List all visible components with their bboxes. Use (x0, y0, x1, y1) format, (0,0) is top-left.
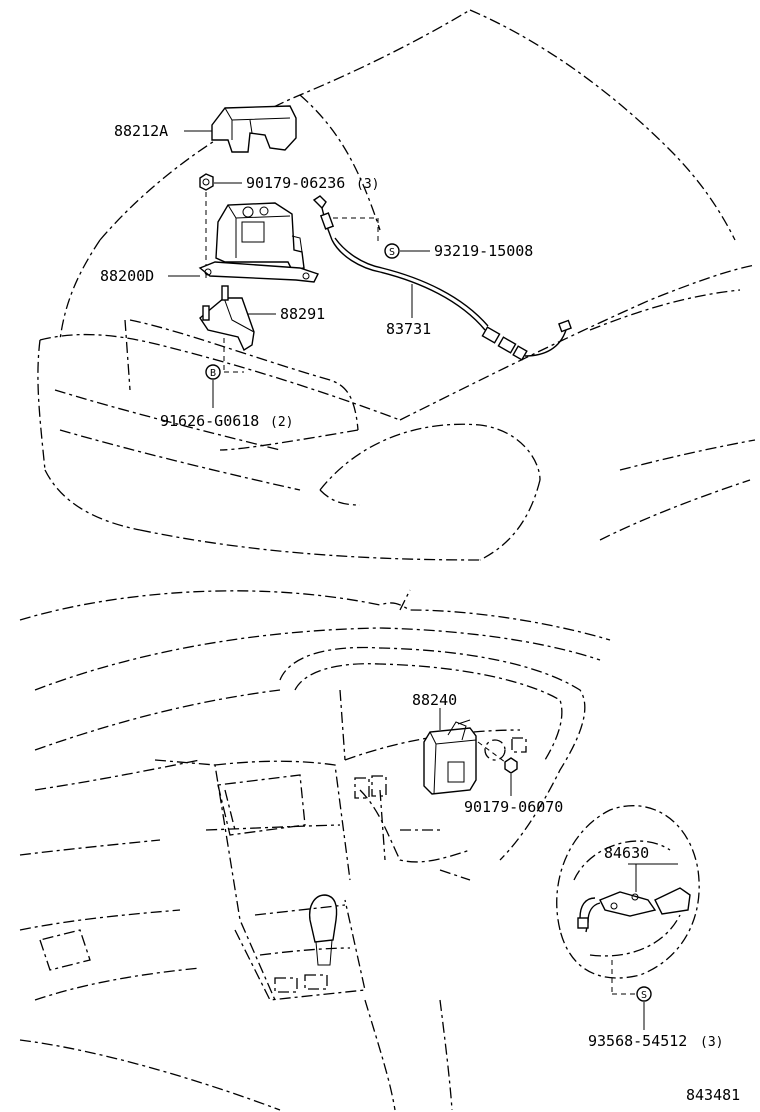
label-88212A: 88212A (114, 122, 168, 140)
symbol-s-93568: S (636, 986, 652, 1002)
part-84630-switch[interactable] (577, 887, 691, 933)
label-93219-15008: 93219-15008 (434, 242, 533, 260)
symbol-s-93219: S (384, 243, 400, 259)
s-symbol-text-1: S (389, 247, 395, 258)
label-93568-54512: 93568-54512 (588, 1032, 687, 1050)
dashboard-outline (19, 589, 611, 1111)
qty-91626-G0618: (2) (270, 415, 293, 430)
label-88291: 88291 (280, 305, 325, 323)
part-88212A-cover[interactable] (211, 105, 297, 153)
label-88240: 88240 (412, 691, 457, 709)
s-symbol-text-2: S (641, 990, 647, 1001)
drawing-number: 843481 (686, 1086, 740, 1104)
label-83731: 83731 (386, 320, 431, 338)
label-91626-G0618: 91626-G0618 (160, 412, 259, 430)
front-body-outline (37, 9, 756, 561)
dash-guide-nut-2 (477, 741, 506, 763)
part-90179-06070-nut[interactable] (504, 757, 518, 774)
gear-shift-knob (308, 894, 338, 966)
label-90179-06070: 90179-06070 (464, 798, 563, 816)
qty-93568-54512: (3) (700, 1035, 723, 1050)
label-88200D: 88200D (100, 267, 154, 285)
part-88291-bracket[interactable] (199, 285, 255, 352)
label-90179-06236: 90179-06236 (246, 174, 345, 192)
b-symbol-text: B (210, 368, 216, 379)
part-88240-computer[interactable] (423, 719, 477, 795)
part-83731-cable[interactable] (312, 195, 572, 361)
qty-90179-06236: (3) (356, 177, 379, 192)
part-88200D-actuator[interactable] (198, 202, 319, 283)
label-84630: 84630 (604, 844, 649, 862)
part-90179-06236-nut[interactable] (199, 173, 214, 191)
symbol-b-91626: B (205, 364, 221, 380)
steering-wheel (556, 805, 700, 979)
